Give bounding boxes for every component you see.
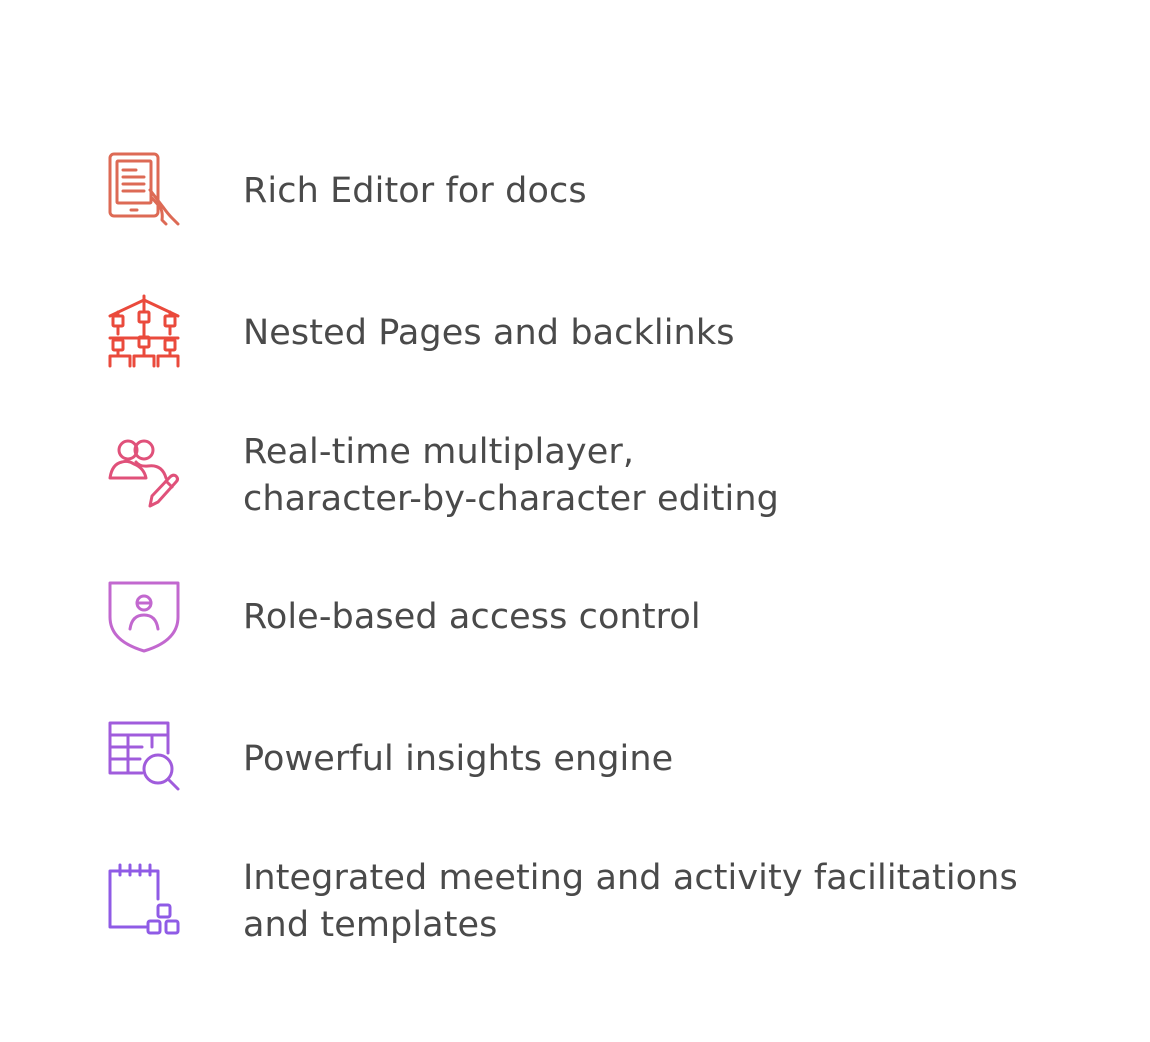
feature-label: Nested Pages and backlinks (243, 313, 735, 353)
sitemap-hierarchy-icon (106, 292, 182, 368)
table-magnifier-icon (106, 719, 182, 795)
feature-label: Rich Editor for docs (243, 171, 587, 211)
feature-label: Powerful insights engine (243, 739, 674, 779)
shield-user-icon (106, 577, 182, 653)
feature-label: Role-based access control (243, 597, 701, 637)
tablet-document-hand-icon (106, 150, 182, 226)
users-pencil-icon (106, 434, 182, 510)
calendar-blocks-icon (106, 861, 182, 937)
feature-label: Integrated meeting and activity facilita… (243, 858, 1018, 945)
feature-label: Real-time multiplayer, character-by-char… (243, 432, 779, 519)
